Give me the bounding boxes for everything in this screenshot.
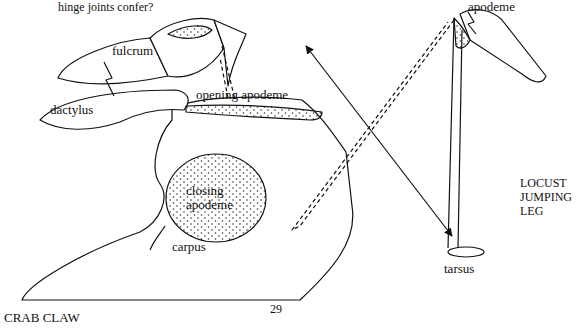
part-label: dactylus	[50, 103, 93, 117]
part-label: closing apodeme	[186, 184, 252, 212]
page-number: 29	[270, 302, 282, 316]
part-label: apodeme	[468, 0, 515, 14]
page-heading: hinge joints confer?	[58, 0, 153, 14]
part-label: carpus	[172, 240, 206, 254]
figure-title: LOCUST JUMPING LEG	[520, 176, 580, 218]
part-label: fulcrum	[112, 44, 153, 58]
part-label: opening apodeme	[196, 88, 288, 102]
figure-title: CRAB CLAW	[4, 311, 80, 325]
part-label: tarsus	[444, 262, 474, 276]
